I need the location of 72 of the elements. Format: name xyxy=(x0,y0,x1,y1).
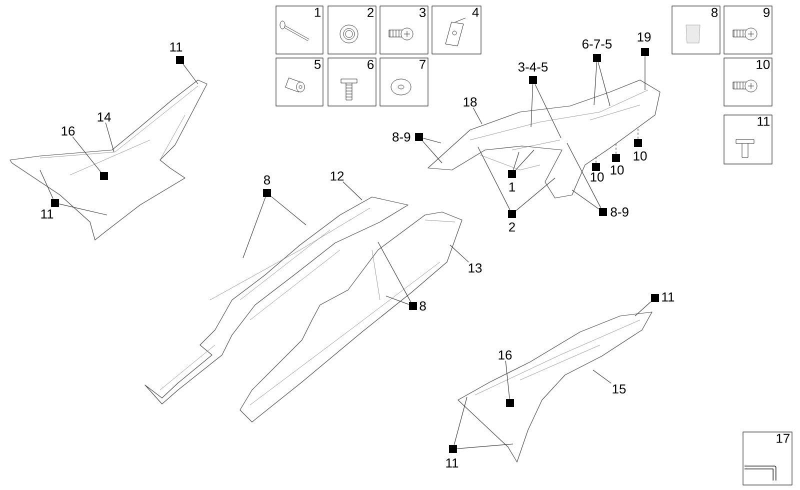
callout-number: 1 xyxy=(509,182,515,192)
part-box: 4 xyxy=(432,6,482,54)
callout-number: 10 xyxy=(634,151,647,161)
callout-number: 8 xyxy=(264,175,270,185)
leader-line xyxy=(516,150,534,170)
leader-line xyxy=(422,140,442,164)
leader-line xyxy=(454,396,468,446)
leader-line xyxy=(422,138,442,144)
callout-number: 10 xyxy=(610,165,624,175)
callout-number: 16 xyxy=(62,126,75,136)
callout-number: 8 xyxy=(420,301,426,311)
callout-number: 12 xyxy=(330,171,344,181)
leader-line xyxy=(513,152,520,170)
leader-line xyxy=(450,244,469,262)
side-panel-drawing xyxy=(144,196,408,404)
leader-line xyxy=(386,296,410,305)
callout-number: 2 xyxy=(509,222,515,232)
part-box: 8 xyxy=(672,6,720,54)
callout-number: 11 xyxy=(170,42,182,52)
leader-line xyxy=(534,84,562,138)
leader-line xyxy=(72,136,101,172)
leader-line xyxy=(594,62,598,106)
leader-line xyxy=(242,196,266,258)
leader-line xyxy=(572,190,600,210)
leader-line xyxy=(530,84,534,128)
part-box: 17 xyxy=(742,432,792,486)
callout-number: 11 xyxy=(662,292,674,302)
leader-line xyxy=(472,108,482,124)
leader-line xyxy=(516,178,556,211)
callout-marker xyxy=(100,172,108,180)
seat-frame-drawing xyxy=(428,80,660,198)
part-box: 6 xyxy=(328,58,376,106)
part-box: 2 xyxy=(328,6,376,54)
side-panel-drawing xyxy=(240,212,462,422)
leader-line xyxy=(270,196,306,226)
leader-line xyxy=(378,242,411,302)
callout-number: 14 xyxy=(98,112,111,122)
leader-line xyxy=(478,146,510,210)
callout-marker xyxy=(506,399,514,407)
callout-number: 3-4-5 xyxy=(518,62,548,72)
leader-line xyxy=(598,62,610,106)
callout-number: 18 xyxy=(464,97,477,107)
callout-number: 13 xyxy=(468,263,482,273)
part-box: 3 xyxy=(380,6,428,54)
callout-number: 19 xyxy=(638,32,651,42)
part-box: 9 xyxy=(724,6,772,54)
part-box: 7 xyxy=(380,58,428,106)
callout-number: 16 xyxy=(498,350,512,360)
leader-line xyxy=(58,204,108,216)
leader-line xyxy=(566,142,602,208)
leader-line xyxy=(40,170,54,200)
leader-line xyxy=(456,444,514,449)
part-box: 11 xyxy=(724,114,772,164)
leader-line xyxy=(644,56,646,90)
callout-number: 15 xyxy=(612,384,626,394)
callout-number: 6-7-5 xyxy=(582,39,612,49)
leader-line xyxy=(182,64,198,84)
leader-line xyxy=(342,181,362,200)
side-fairing-drawing xyxy=(458,312,652,462)
callout-number: 8-9 xyxy=(392,132,410,142)
callout-number: 10 xyxy=(590,172,604,182)
part-box: 5 xyxy=(276,58,324,106)
callout-number: 11 xyxy=(41,210,54,218)
callout-number: 11 xyxy=(446,458,458,468)
part-box: 1 xyxy=(276,6,324,54)
leader-line xyxy=(505,360,510,400)
leader-line xyxy=(634,301,652,316)
callout-number: 8-9 xyxy=(610,207,628,217)
leader-line xyxy=(105,122,114,152)
part-box: 10 xyxy=(724,58,772,106)
side-fairing-drawing xyxy=(10,80,208,240)
leader-line xyxy=(592,370,612,384)
